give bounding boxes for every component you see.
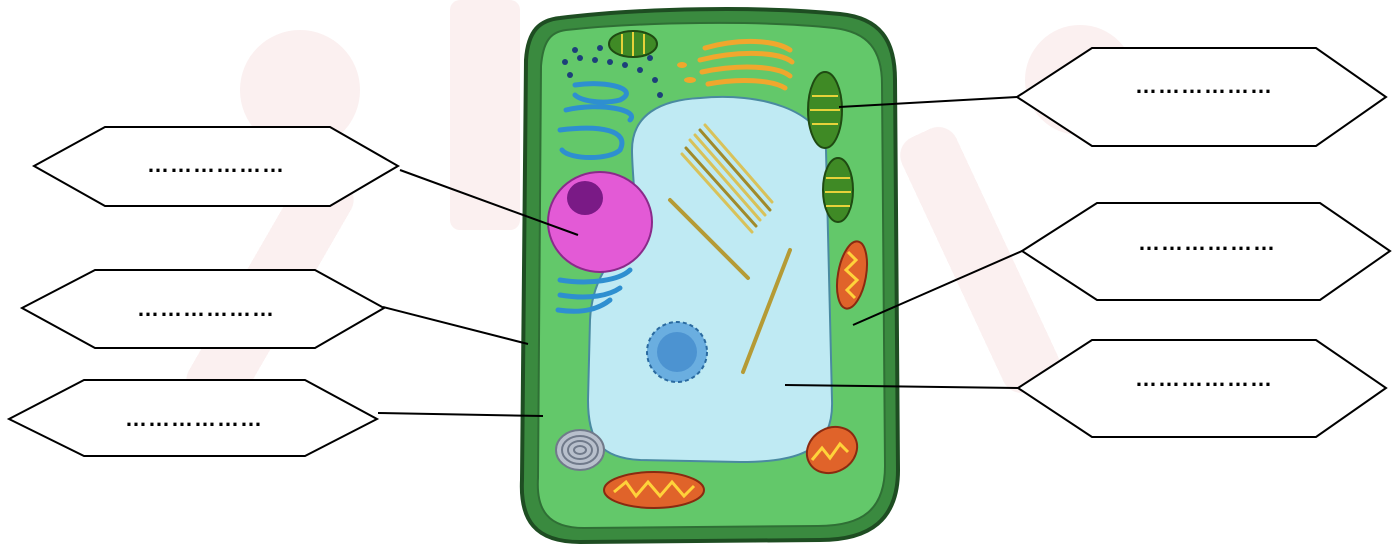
mitochondrion	[604, 472, 704, 508]
label-box-middle-right[interactable]: ………………	[1022, 203, 1390, 300]
nucleus	[548, 172, 652, 272]
label-box-bottom-left[interactable]: ………………	[9, 380, 377, 456]
label-blank[interactable]: ………………	[1135, 366, 1273, 391]
label-blank[interactable]: ………………	[1135, 73, 1273, 98]
chloroplast	[609, 31, 657, 57]
plant-cell	[522, 9, 898, 542]
label-blank[interactable]: ………………	[1138, 230, 1276, 255]
chloroplast	[808, 72, 842, 148]
druse-crystal	[647, 322, 707, 382]
leader-line-cell-membrane	[383, 307, 528, 344]
chloroplast	[823, 158, 853, 222]
label-blank[interactable]: ………………	[137, 296, 275, 321]
amyloplast	[556, 430, 604, 470]
label-box-top-right[interactable]: ………………	[1017, 48, 1386, 146]
label-box-top-left[interactable]: ………………	[34, 127, 398, 206]
label-box-bottom-right[interactable]: ………………	[1018, 340, 1386, 437]
label-blank[interactable]: ………………	[125, 406, 263, 431]
leader-line-cell-wall	[378, 413, 543, 416]
label-box-middle-left[interactable]: ………………	[22, 270, 384, 348]
label-blank[interactable]: ………………	[147, 152, 285, 177]
